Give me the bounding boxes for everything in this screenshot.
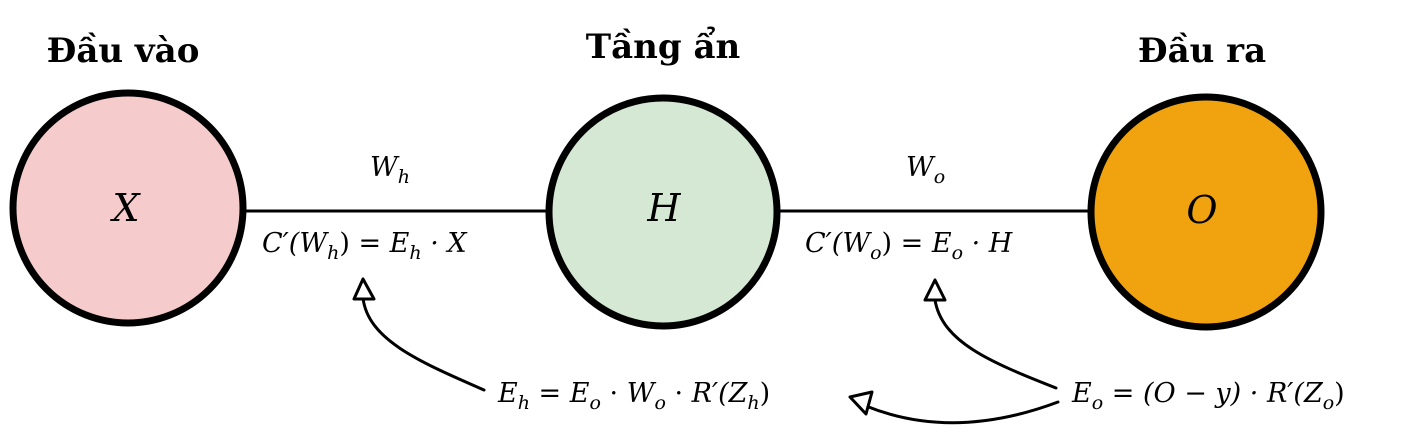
output-node: O [1087, 93, 1325, 331]
arrow-output-error-to-wo [933, 298, 1058, 390]
grad-wo-eq: = [892, 228, 932, 259]
output-node-fill [1091, 97, 1321, 327]
hidden-error-equation: Eh = Eo · Wo · R′(Zh) [497, 378, 770, 414]
err-h-eq: = [530, 378, 570, 409]
grad-wo-lhs: C′(W [805, 228, 872, 259]
err-h-t3-sub: h [747, 392, 759, 414]
err-h-t2-sub: o [654, 392, 665, 414]
grad-wh-lhs-close: ) [339, 228, 350, 259]
hidden-node-fill [549, 98, 777, 326]
arrowhead-wh [352, 277, 376, 301]
weight-output-label: Wo [906, 152, 945, 188]
input-layer-title: Đầu vào [47, 31, 200, 71]
input-node-symbol: X [109, 186, 141, 230]
gradient-wo-equation: C′(Wo) = Eo · H [805, 228, 1013, 264]
output-node-ring [1087, 93, 1325, 331]
grad-wh-term-sub: h [409, 242, 421, 264]
input-node: X [9, 89, 247, 327]
grad-wh-rest: · X [422, 228, 469, 259]
hidden-node-ring [545, 94, 781, 330]
err-h-lhs: E [497, 378, 518, 409]
arrow-output-error-to-hidden-error [864, 400, 1060, 425]
arrowhead-wo [923, 278, 947, 302]
hidden-node: H [545, 94, 781, 330]
grad-wo-lhs-close: ) [882, 228, 893, 259]
grad-wo-lhs-sub: o [870, 242, 881, 264]
err-h-t3: R′(Z [691, 378, 749, 409]
arrow-hidden-error-to-wh [361, 296, 486, 392]
err-h-dot1: · [601, 378, 627, 409]
output-layer-title: Đầu ra [1138, 31, 1266, 71]
err-o-rhs-close: ) [1334, 378, 1345, 409]
grad-wh-term: E [389, 228, 410, 259]
hidden-layer-title: Tầng ẩn [586, 26, 740, 67]
input-node-ring [9, 89, 247, 327]
weight-hidden-sub: h [398, 166, 410, 188]
weight-hidden-label: Wh [370, 152, 410, 188]
hidden-node-symbol: H [646, 186, 681, 230]
err-o-rhs-sub: o [1323, 392, 1334, 414]
err-h-t1: E [569, 378, 590, 409]
err-o-eq: = [1103, 378, 1143, 409]
err-o-rhs: (O − y) · R′(Z [1143, 378, 1324, 409]
arrowhead-hidden-error [848, 390, 874, 416]
weight-output-main: W [906, 152, 936, 183]
input-node-fill [13, 93, 243, 323]
grad-wo-rest: · H [963, 228, 1013, 259]
output-node-symbol: O [1186, 188, 1217, 232]
grad-wo-term: E [931, 228, 952, 259]
grad-wo-term-sub: o [952, 242, 963, 264]
output-error-equation: Eo = (O − y) · R′(Zo) [1071, 378, 1345, 414]
err-h-lhs-sub: h [518, 392, 530, 414]
grad-wh-lhs-sub: h [327, 242, 339, 264]
gradient-wh-equation: C′(Wh) = Eh · X [262, 228, 468, 264]
grad-wh-lhs: C′(W [262, 228, 329, 259]
weight-hidden-main: W [370, 152, 400, 183]
err-h-dot2: · [666, 378, 692, 409]
weight-output-sub: o [934, 166, 945, 188]
err-h-t2: W [627, 378, 657, 409]
grad-wh-eq: = [350, 228, 390, 259]
err-h-t3-close: ) [760, 378, 771, 409]
err-o-lhs: E [1071, 378, 1092, 409]
err-o-lhs-sub: o [1092, 392, 1103, 414]
err-h-t1-sub: o [589, 392, 600, 414]
